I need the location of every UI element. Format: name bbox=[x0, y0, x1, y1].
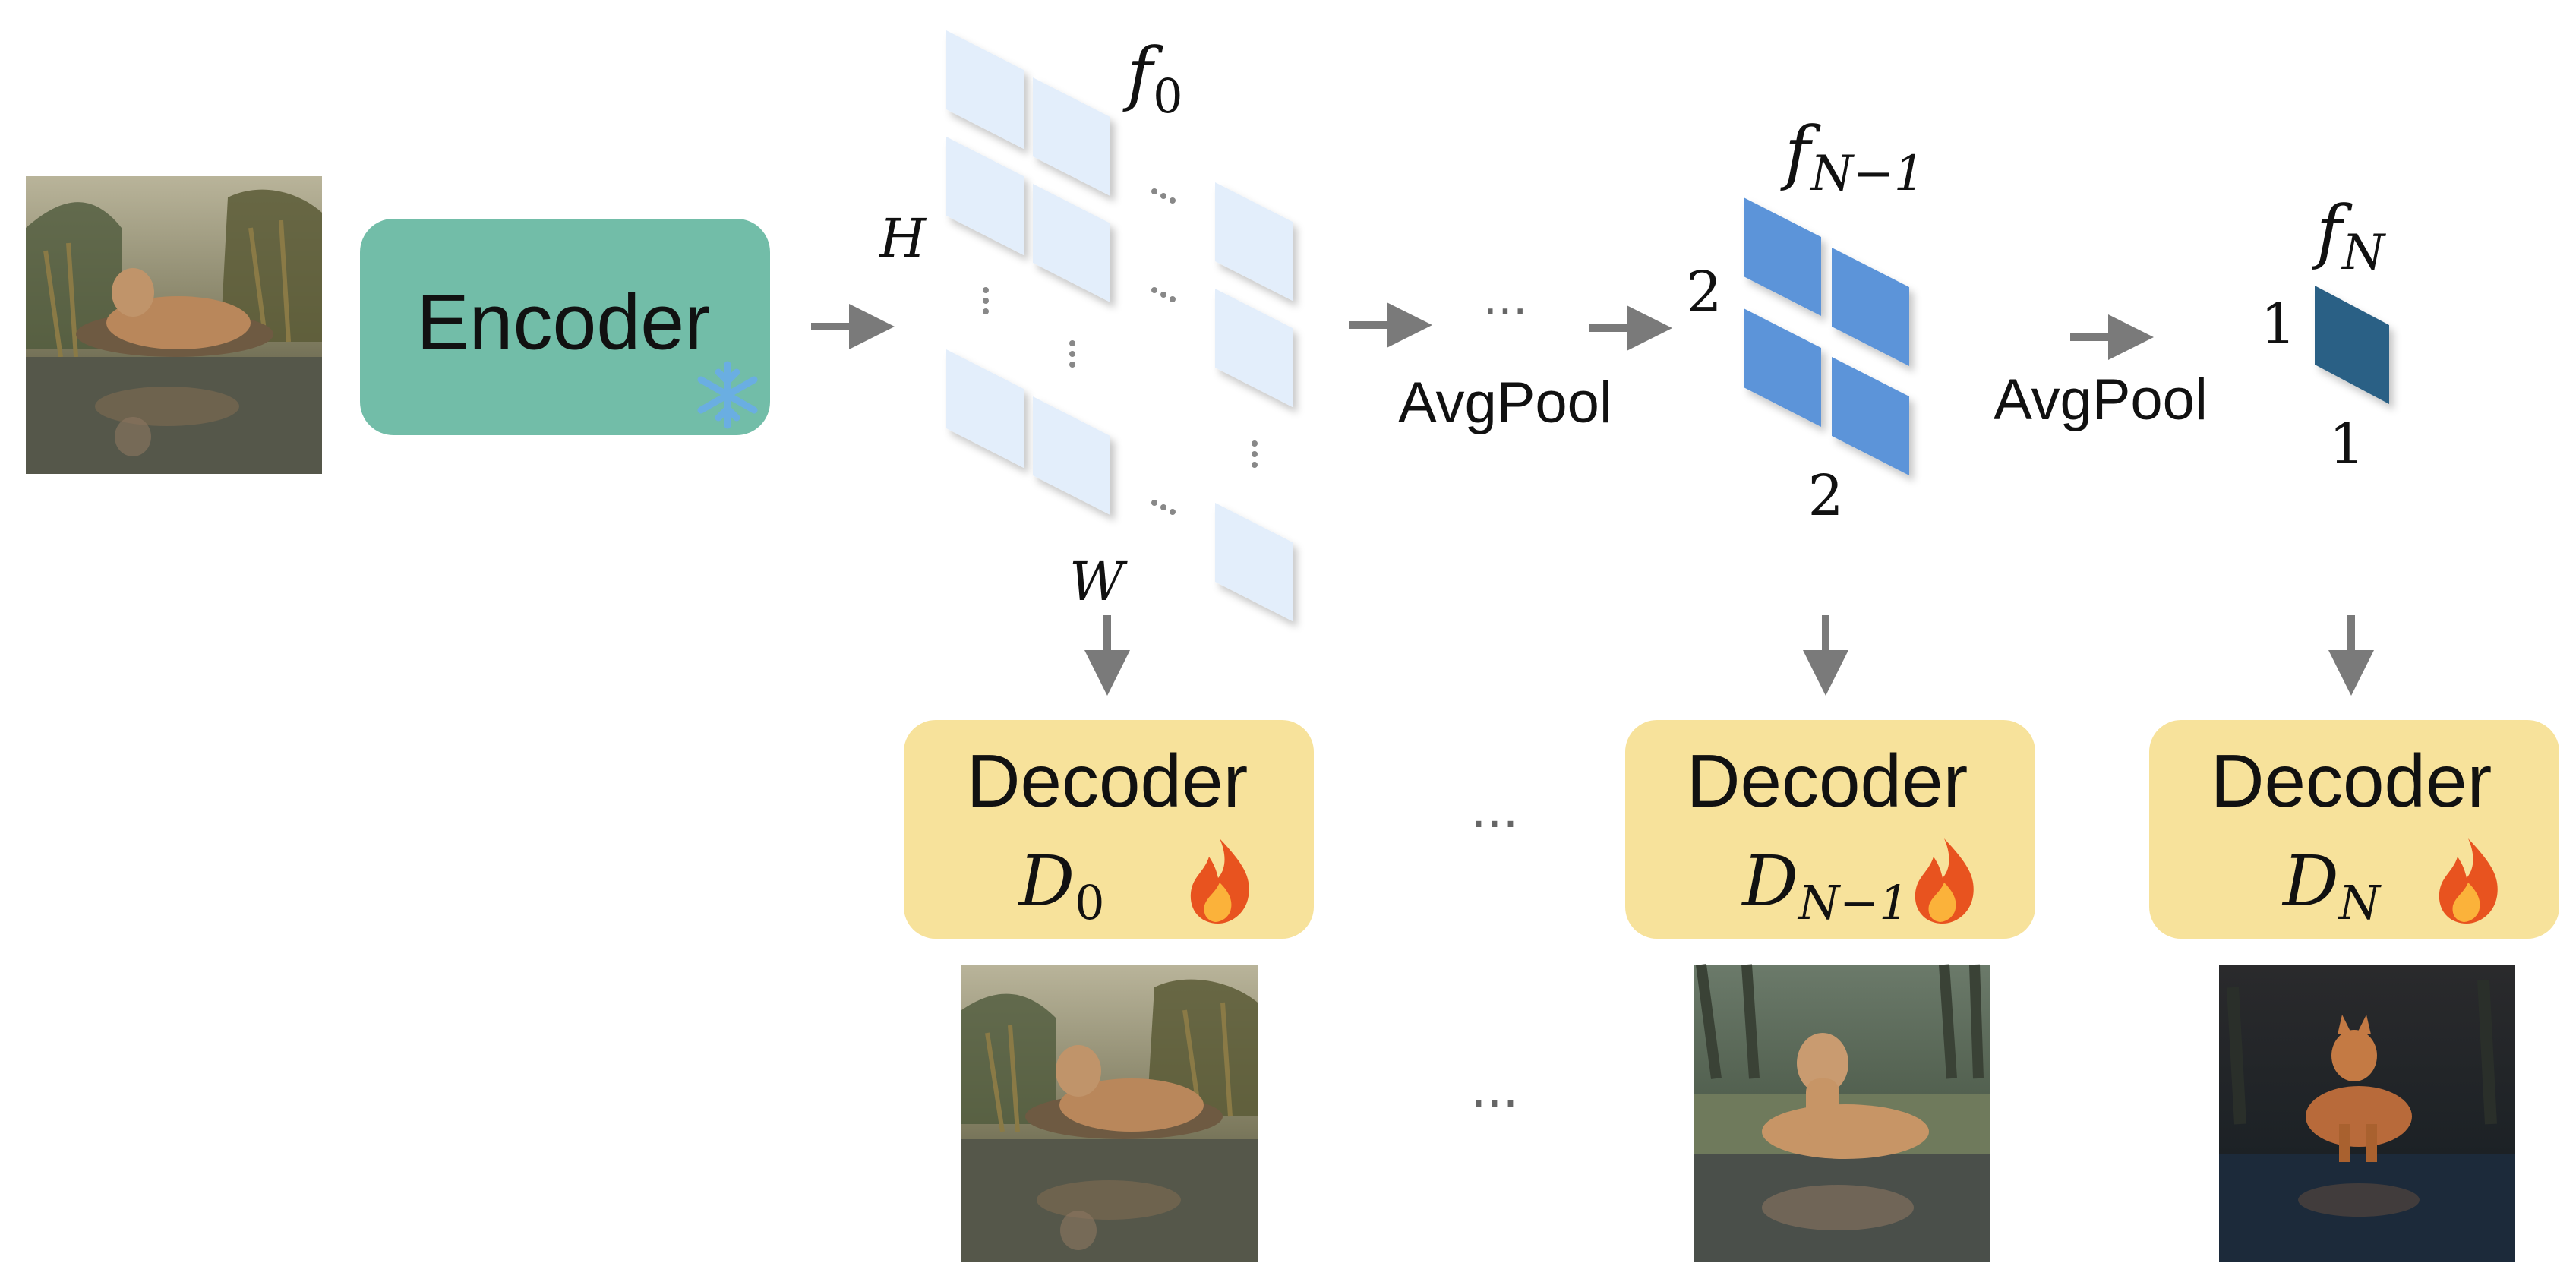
decoder-ellipsis: ··· bbox=[1471, 795, 1519, 854]
pool-ellipsis: ··· bbox=[1482, 284, 1527, 339]
input-image bbox=[26, 176, 322, 474]
fire-icon bbox=[1915, 838, 1974, 924]
fN1-label: fN−1 bbox=[1780, 112, 1924, 202]
f0-tile bbox=[1033, 396, 1110, 515]
fN-bottom-size: 1 bbox=[2328, 412, 2364, 477]
decoder-0-title: Decoder bbox=[967, 739, 1248, 823]
decoder-0: Decoder D0 bbox=[904, 720, 1314, 939]
output-image-N-minus-1 bbox=[1694, 964, 1990, 1262]
fN-label: fN bbox=[2312, 191, 2386, 281]
fN-tile bbox=[2315, 286, 2389, 404]
f0-tile bbox=[1215, 503, 1293, 621]
output-image-N bbox=[2219, 965, 2515, 1262]
decoder-N: Decoder DN bbox=[2149, 720, 2559, 939]
feature-map-f0 bbox=[946, 30, 1293, 621]
decoder-N-minus-1: Decoder DN−1 bbox=[1625, 720, 2035, 939]
f0-label: f0 bbox=[1122, 33, 1183, 124]
f0-tile bbox=[1033, 184, 1110, 302]
f0-grid-ellipses bbox=[983, 188, 1258, 515]
decoder-0-symbol: D0 bbox=[1017, 841, 1104, 930]
f0-tile bbox=[1215, 182, 1293, 301]
feature-map-fN bbox=[2315, 286, 2389, 404]
decoder-N-minus-1-title: Decoder bbox=[1687, 739, 1968, 823]
output-image-0 bbox=[961, 965, 1258, 1262]
output-ellipsis: ··· bbox=[1471, 1075, 1519, 1133]
fN1-tile bbox=[1744, 308, 1821, 427]
feature-map-fN-minus-1 bbox=[1744, 197, 1909, 475]
decoder-N-symbol: DN bbox=[2281, 841, 2382, 930]
fire-icon bbox=[2439, 838, 2498, 924]
f0-tile bbox=[946, 137, 1024, 255]
encoder-label: Encoder bbox=[416, 278, 710, 366]
fN1-tile bbox=[1832, 248, 1909, 366]
fire-icon bbox=[1190, 838, 1249, 924]
f0-tile bbox=[946, 30, 1024, 149]
f0-tile bbox=[1215, 289, 1293, 407]
decoder-N-minus-1-symbol: DN−1 bbox=[1741, 841, 1908, 930]
fN1-left-size: 2 bbox=[1686, 260, 1722, 325]
avgpool-label-1: AvgPool bbox=[1398, 371, 1612, 435]
fN1-bottom-size: 2 bbox=[1807, 463, 1843, 529]
snowflake-icon bbox=[697, 361, 758, 429]
fN1-tile bbox=[1832, 357, 1909, 475]
f0-tile bbox=[946, 349, 1024, 468]
encoder-block: Encoder bbox=[360, 219, 770, 435]
f0-width-label: W bbox=[1069, 551, 1128, 613]
avgpool-label-2: AvgPool bbox=[1994, 368, 2208, 432]
f0-height-label: H bbox=[878, 207, 927, 270]
fN-left-size: 1 bbox=[2260, 292, 2296, 357]
fN1-tile bbox=[1744, 197, 1821, 316]
f0-tile bbox=[1033, 77, 1110, 196]
decoder-N-title: Decoder bbox=[2211, 739, 2492, 823]
